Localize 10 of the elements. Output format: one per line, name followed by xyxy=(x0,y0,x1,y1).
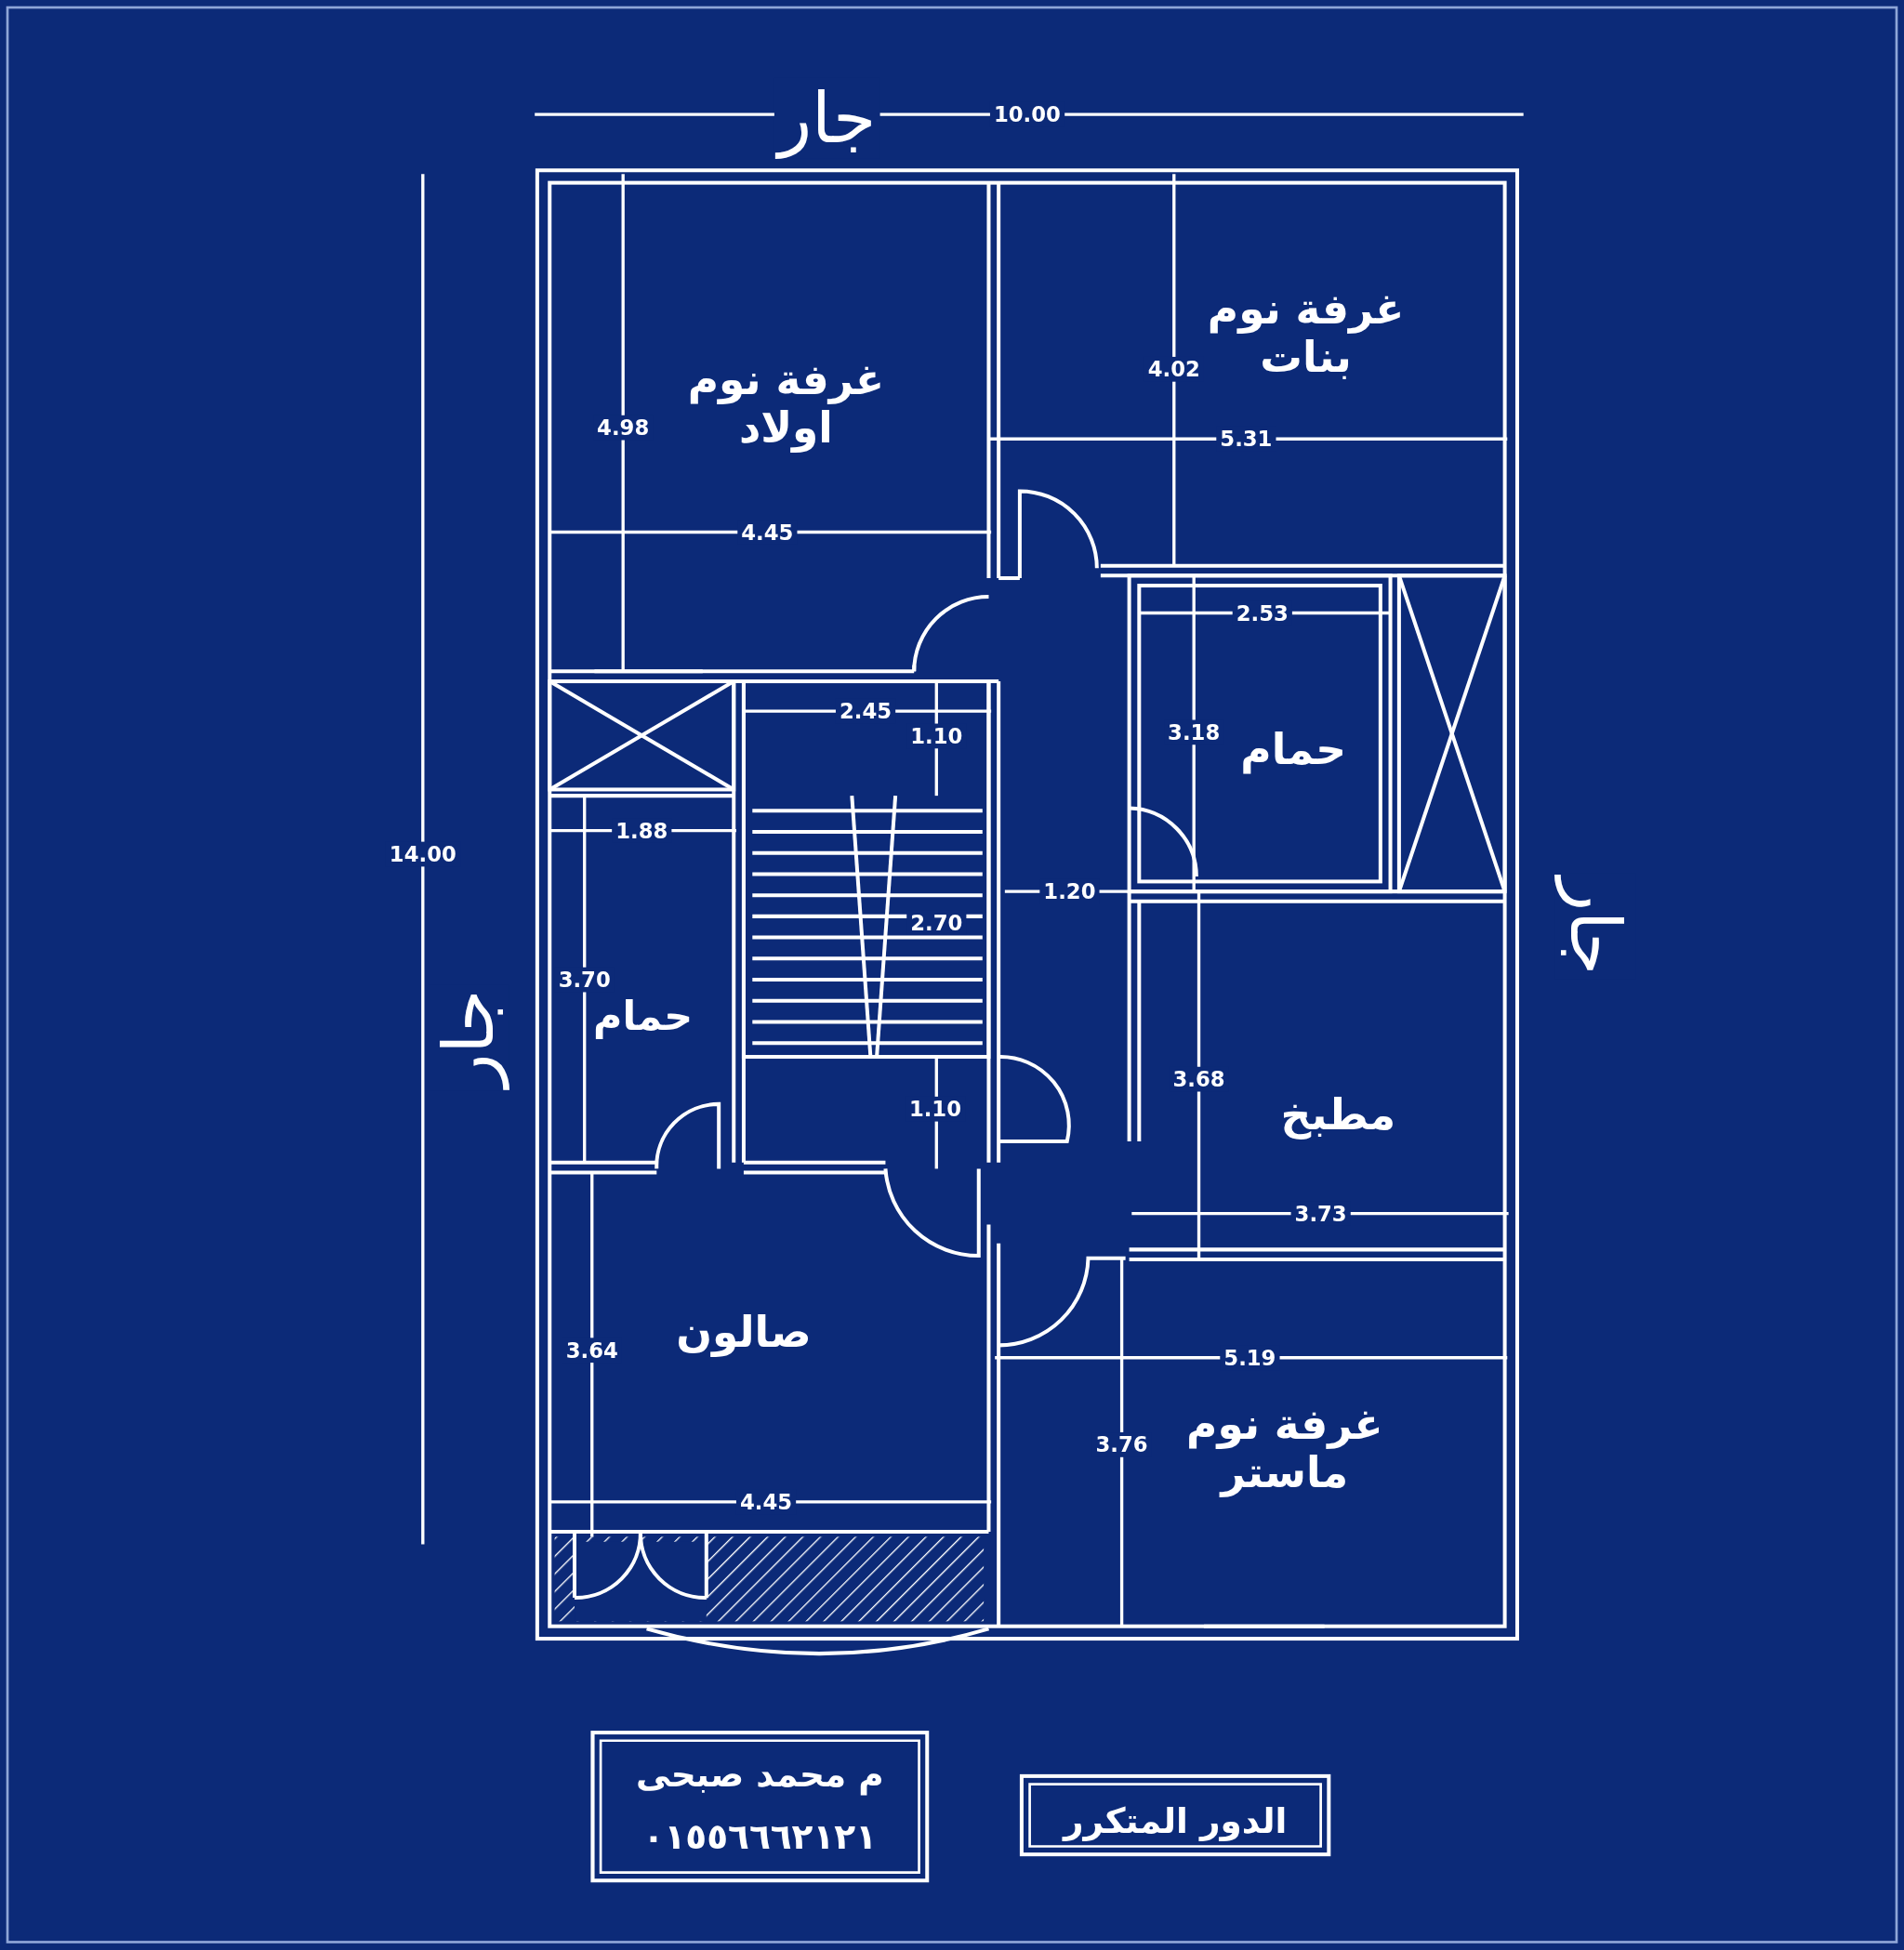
room-label: صالون xyxy=(656,1308,831,1358)
room-label: غرفة نوم اولاد xyxy=(680,355,892,454)
room-label: غرفة نوم ماستر xyxy=(1179,1400,1391,1497)
room-label: حمام xyxy=(575,994,712,1040)
phone-number: ٠١٥٥٦٦٦٢١٢١ xyxy=(641,1815,879,1860)
title-block xyxy=(1019,1773,1331,1857)
designer-name: م محمد صبحى xyxy=(634,1753,885,1798)
floor-title: الدور المتكرر xyxy=(1061,1799,1289,1844)
room-label: مطبخ xyxy=(1263,1090,1413,1140)
title-block xyxy=(590,1731,930,1883)
